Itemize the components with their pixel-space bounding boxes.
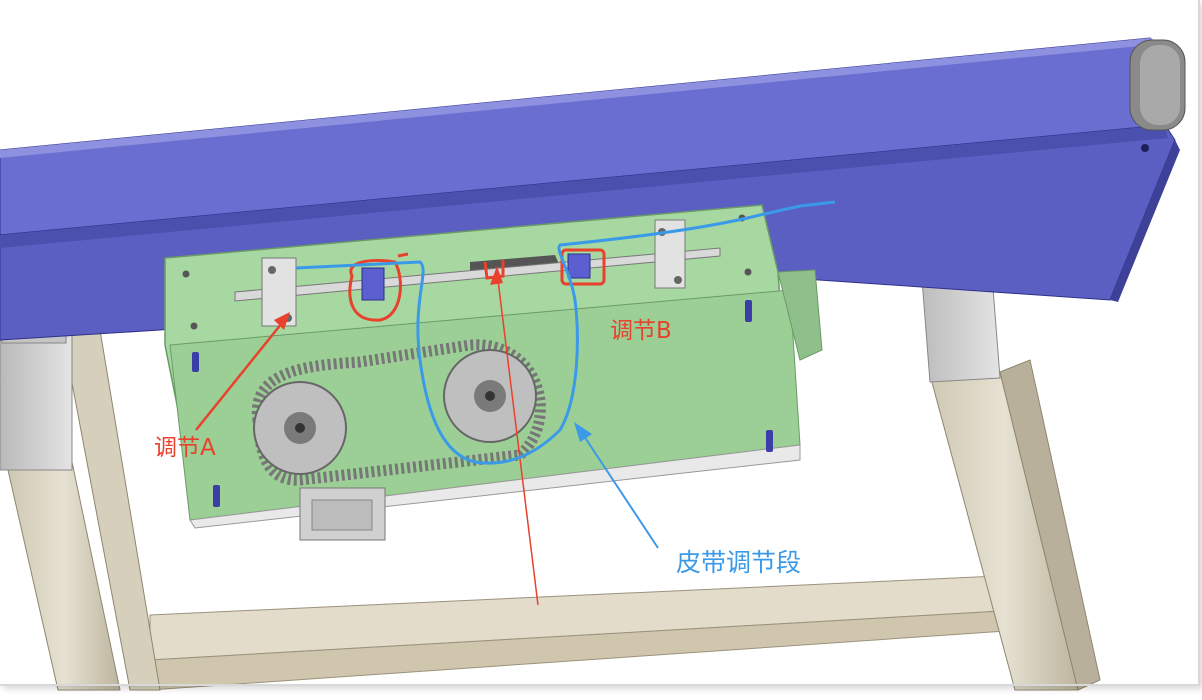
label-adjust-b: 调节B [610,318,672,344]
label-adjust-a: 调节A [154,435,216,461]
motor [299,487,386,541]
blue-annotations [295,200,836,549]
chain-drive [251,339,546,486]
label-belt-section: 皮带调节段 [676,548,802,577]
red-annotations [195,248,606,606]
